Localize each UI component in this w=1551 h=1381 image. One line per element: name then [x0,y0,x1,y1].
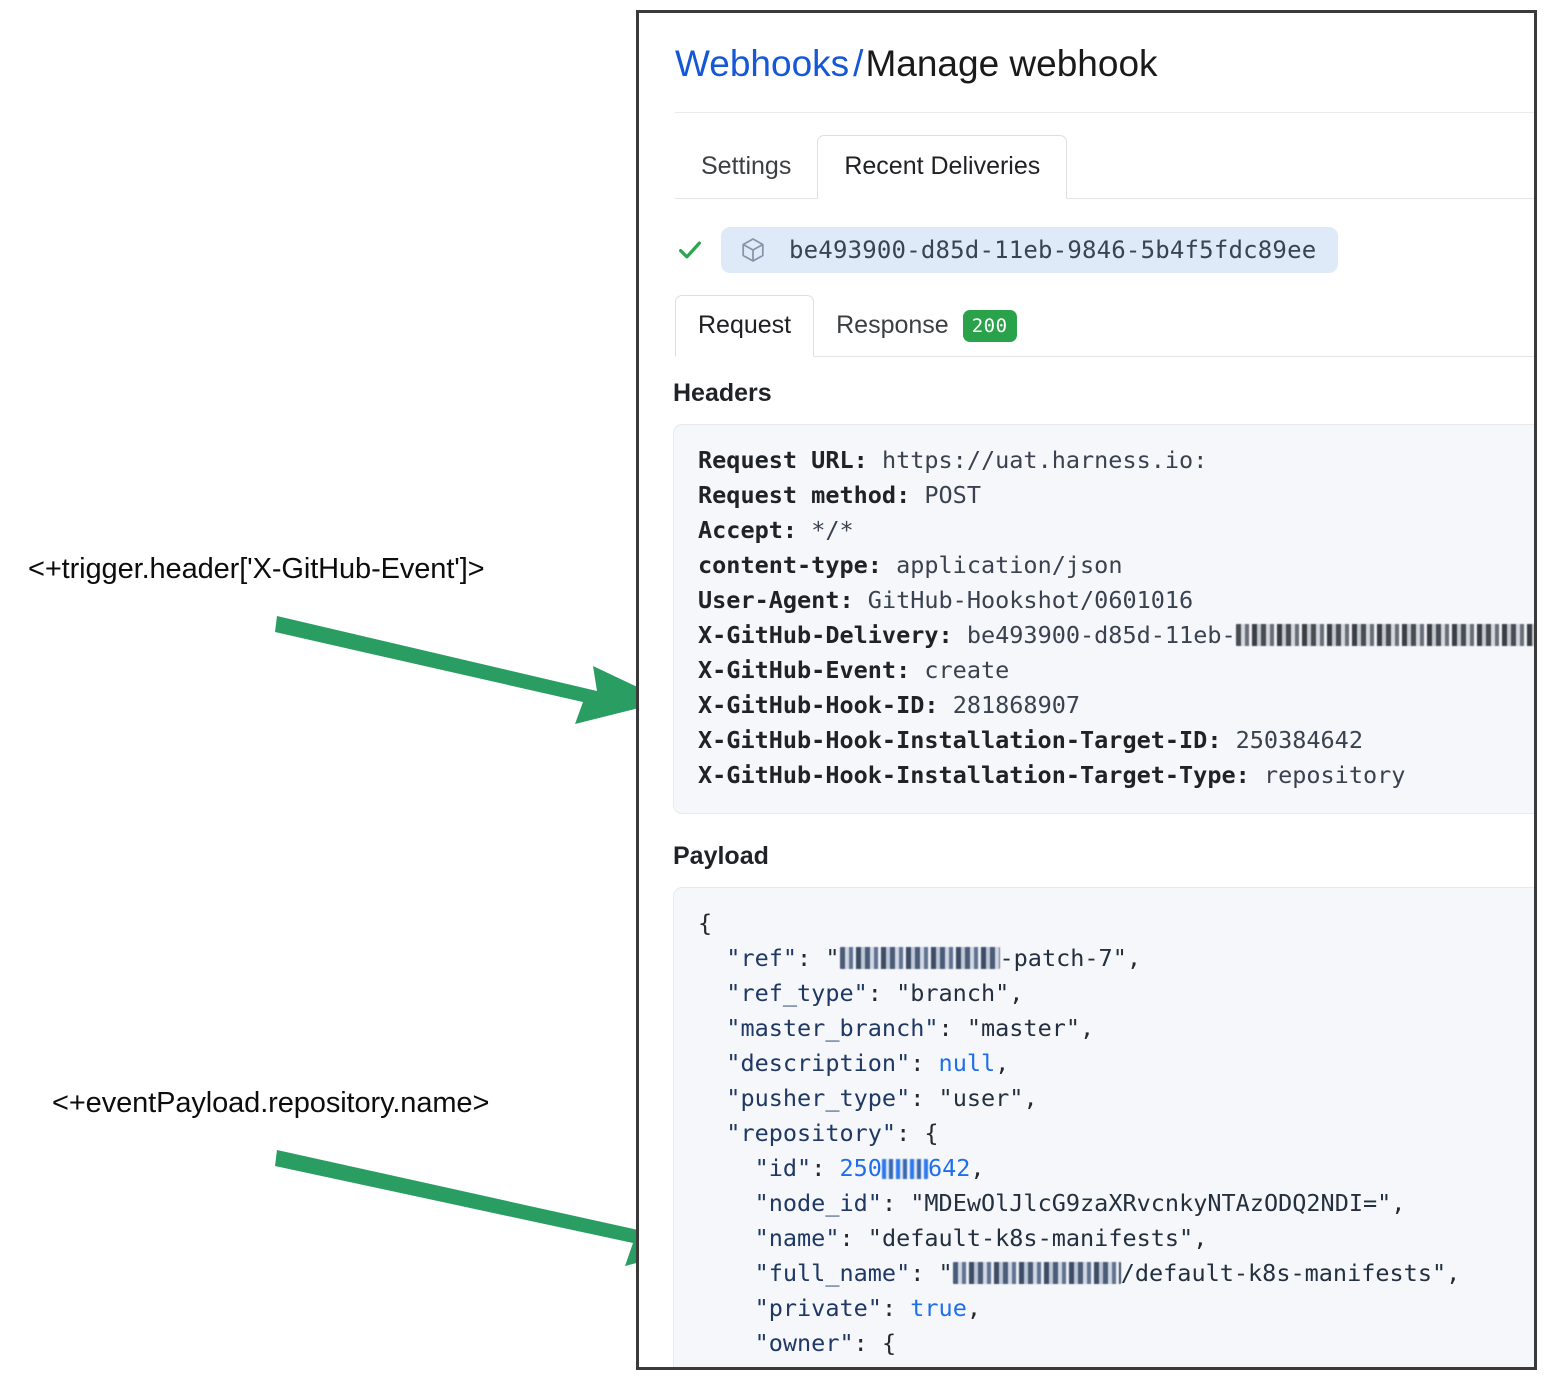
header-key-request-url: Request URL: [698,445,868,474]
header-divider [675,111,1534,113]
redacted-repo-id [881,1158,928,1179]
page-title: Manage webhook [865,43,1158,84]
tab-response-label: Response [836,311,949,340]
header-key-x-github-delivery: X-GitHub-Delivery: [698,620,953,649]
check-icon [675,235,705,265]
tab-request[interactable]: Request [675,294,815,357]
annotation-label-trigger-header: <+trigger.header['X-GitHub-Event']> [28,553,485,585]
payload-section-title: Payload [673,841,769,870]
redacted-owner-ref [839,946,1000,969]
header-value-request-method: POST [924,480,981,509]
breadcrumb: Webhooks/Manage webhook [639,13,1534,86]
tab-response[interactable]: Response 200 [814,295,1038,357]
annotation-arrow-trigger-header [275,616,667,724]
breadcrumb-link-webhooks[interactable]: Webhooks [675,43,850,84]
request-response-tabs: Request Response 200 [675,294,1534,357]
headers-code-block: Request URL: https://uat.harness.io: Req… [673,423,1534,814]
delivery-id-text: be493900-d85d-11eb-9846-5b4f5fdc89ee [789,235,1317,264]
header-key-user-agent: User-Agent: [698,585,854,614]
annotation-label-event-payload: <+eventPayload.repository.name> [52,1087,490,1119]
header-key-request-method: Request method: [698,480,911,509]
tab-request-label: Request [698,311,792,340]
header-key-hook-installation-target-id: X-GitHub-Hook-Installation-Target-ID: [698,725,1222,754]
headers-section-title: Headers [673,378,772,407]
delivery-id-chip[interactable]: be493900-d85d-11eb-9846-5b4f5fdc89ee [721,226,1339,273]
tab-settings[interactable]: Settings [675,135,817,199]
breadcrumb-separator: / [853,43,864,84]
header-value-x-github-hook-id: 281868907 [952,690,1081,719]
header-value-hook-installation-target-type: repository [1263,760,1406,789]
cube-icon [739,236,767,264]
header-value-x-github-event: create [924,655,1010,684]
payload-code-block: { "ref": "-patch-7", "ref_type": "branch… [673,886,1534,1367]
header-value-request-url: https://uat.harness.io: [881,445,1208,474]
header-value-x-github-delivery: be493900-d85d-11eb- [966,620,1236,649]
redacted-owner-fullname [952,1261,1121,1284]
header-key-x-github-hook-id: X-GitHub-Hook-ID: [698,690,939,719]
header-key-accept: Accept: [698,515,798,544]
header-key-x-github-event: X-GitHub-Event: [698,655,911,684]
header-value-content-type: application/json [896,550,1123,579]
header-value-user-agent: GitHub-Hookshot/0601016 [867,585,1194,614]
header-key-hook-installation-target-type: X-GitHub-Hook-Installation-Target-Type: [698,760,1250,789]
status-badge: 200 [962,309,1017,342]
header-value-accept: */* [811,515,854,544]
header-key-content-type: content-type: [698,550,882,579]
delivery-row: be493900-d85d-11eb-9846-5b4f5fdc89ee [675,226,1534,273]
tab-recent-deliveries[interactable]: Recent Deliveries [817,134,1068,199]
redacted-delivery-suffix [1235,623,1534,646]
header-value-hook-installation-target-id: 250384642 [1235,725,1363,754]
